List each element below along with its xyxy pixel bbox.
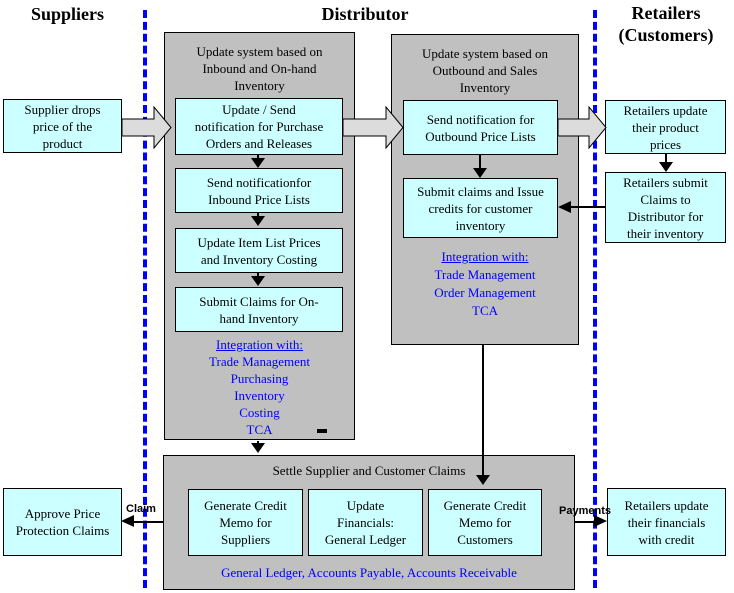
header-retailers-line1: Retailers <box>631 3 701 23</box>
arrow-down-icon <box>473 168 487 178</box>
panel-inbound-title: Update system based on Inbound and On-ha… <box>196 44 323 93</box>
box-update-send-notification-purchase-orders: Update / Send notification for Purchase … <box>175 98 343 155</box>
arrow-down-icon <box>251 216 265 226</box>
connector-settle-to-approve-claims <box>134 521 163 523</box>
box-retailers-submit-claims: Retailers submit Claims to Distributor f… <box>605 172 726 243</box>
integration-list-outbound: Integration with: Trade Management Order… <box>391 248 579 320</box>
box-supplier-drops-price: Supplier drops price of the product <box>3 99 122 153</box>
connector-outbound-to-settle <box>482 345 484 477</box>
box-retailers-update-financials: Retailers update their financials with c… <box>607 488 726 556</box>
box-send-notification-inbound-price-lists: Send notificationfor Inbound Price Lists <box>175 168 343 213</box>
integration-outbound-item: TCA <box>472 303 498 318</box>
block-arrow-outbound-to-retailers-icon <box>558 106 607 150</box>
arrow-left-icon <box>558 201 571 213</box>
header-retailers-line2: (Customers) <box>618 25 714 45</box>
box-approve-price-protection-claims: Approve Price Protection Claims <box>3 488 122 556</box>
arrow-right-icon <box>594 515 607 527</box>
label-claim: Claim <box>126 503 156 515</box>
box-retailers-update-product-prices: Retailers update their product prices <box>605 100 726 154</box>
arrow-down-icon <box>251 443 265 453</box>
connector-outbound-step1-step2 <box>479 155 481 171</box>
header-suppliers: Suppliers <box>30 4 105 24</box>
integration-inbound-item: Purchasing <box>230 371 289 386</box>
box-submit-claims-issue-credits: Submit claims and Issue credits for cust… <box>403 178 558 238</box>
box-generate-credit-memo-customers: Generate Credit Memo for Customers <box>428 489 542 556</box>
arrow-left-icon <box>121 515 134 527</box>
arrow-down-icon <box>251 276 265 286</box>
box-update-item-list-prices: Update Item List Prices and Inventory Co… <box>175 228 343 273</box>
block-arrow-supplier-to-distributor-icon <box>122 106 172 150</box>
box-update-financials-general-ledger: Update Financials: General Ledger <box>308 489 423 556</box>
connector-settle-to-retailer-financials <box>575 521 596 523</box>
panel-settle-footer: General Ledger, Accounts Payable, Accoun… <box>221 565 517 580</box>
arrow-down-icon <box>476 475 490 485</box>
integration-inbound-item: Inventory <box>234 388 285 403</box>
arrow-down-icon <box>659 162 673 172</box>
integration-list-inbound: Integration with: Trade Management Purch… <box>164 336 355 438</box>
box-submit-claims-onhand-inventory: Submit Claims for On- hand Inventory <box>175 287 343 332</box>
label-payments: Payments <box>559 505 611 517</box>
arrow-down-icon <box>251 158 265 168</box>
box-generate-credit-memo-suppliers: Generate Credit Memo for Suppliers <box>188 489 303 556</box>
integration-outbound-title: Integration with: <box>441 249 529 264</box>
box-send-notification-outbound-price-lists: Send notification for Outbound Price Lis… <box>403 100 558 155</box>
integration-outbound-item: Trade Management <box>434 267 536 282</box>
dash-mark <box>317 429 327 433</box>
integration-inbound-item: Trade Management <box>209 354 310 369</box>
header-distributor: Distributor <box>321 4 409 24</box>
integration-outbound-item: Order Management <box>434 285 536 300</box>
panel-outbound-title: Update system based on Outbound and Sale… <box>421 46 548 95</box>
integration-inbound-title: Integration with: <box>215 337 303 352</box>
block-arrow-inbound-to-outbound-icon <box>343 106 404 150</box>
separator-distributor-retailers <box>593 10 597 588</box>
integration-inbound-item: Costing <box>239 405 280 420</box>
connector-retailer-prices-claims <box>665 154 667 165</box>
panel-settle-title: Settle Supplier and Customer Claims <box>272 463 466 478</box>
header-retailers: Retailers (Customers) <box>598 2 734 46</box>
separator-suppliers-distributor <box>143 10 147 588</box>
integration-inbound-item: TCA <box>246 422 273 437</box>
connector-retailer-claims-to-distributor <box>571 206 605 208</box>
